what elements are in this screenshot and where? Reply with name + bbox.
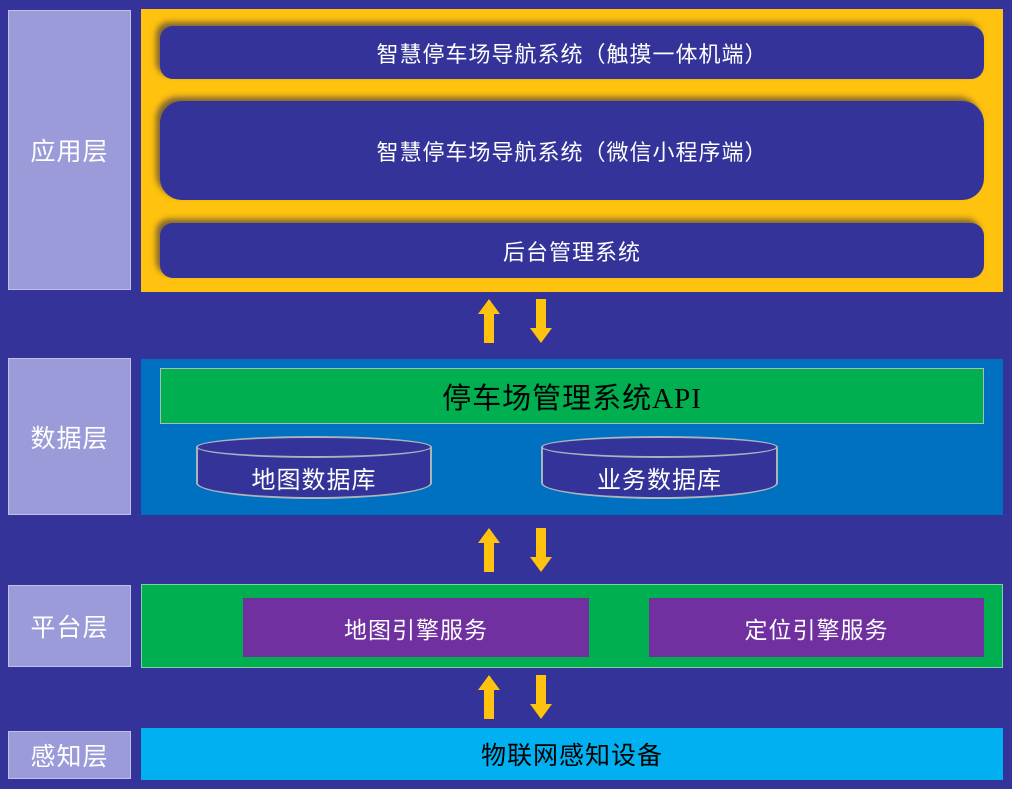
platform-layer-container: 地图引擎服务 定位引擎服务: [141, 584, 1003, 668]
up-arrow-icon: [478, 675, 500, 719]
layer-label-application: 应用层: [8, 10, 131, 290]
down-arrow-icon: [530, 528, 552, 572]
layer-label-perception: 感知层: [8, 731, 131, 779]
application-layer-container: 智慧停车场导航系统（触摸一体机端） 智慧停车场导航系统（微信小程序端） 后台管理…: [141, 9, 1003, 292]
map-database-text: 地图数据库: [251, 467, 377, 494]
cylinder-body: 业务数据库: [541, 447, 778, 499]
layer-label-platform: 平台层: [8, 585, 131, 667]
app-box-wechat-miniprogram-text: 智慧停车场导航系统（微信小程序端）: [376, 139, 768, 165]
data-layer-container: 停车场管理系统API 地图数据库 业务数据库: [141, 359, 1003, 515]
map-engine-service-text: 地图引擎服务: [344, 617, 488, 643]
positioning-engine-service-box: 定位引擎服务: [649, 598, 984, 657]
app-box-wechat-miniprogram: 智慧停车场导航系统（微信小程序端）: [160, 101, 984, 200]
app-box-touch-terminal-text: 智慧停车场导航系统（触摸一体机端）: [376, 41, 768, 67]
map-database-cylinder: 地图数据库: [196, 436, 432, 499]
iot-perception-devices-bar: 物联网感知设备: [141, 728, 1003, 780]
app-box-touch-terminal: 智慧停车场导航系统（触摸一体机端）: [160, 26, 984, 79]
positioning-engine-service-text: 定位引擎服务: [744, 617, 889, 643]
map-engine-service-box: 地图引擎服务: [243, 598, 589, 657]
layer-label-application-text: 应用层: [30, 139, 109, 166]
arrow-pair-platform-perception: [478, 675, 552, 719]
layer-label-data: 数据层: [8, 358, 131, 515]
business-database-text: 业务数据库: [597, 467, 722, 494]
app-box-backend-management: 后台管理系统: [160, 223, 984, 278]
arrow-pair-app-data: [478, 299, 552, 343]
cylinder-top-ellipse: [196, 436, 432, 458]
layer-label-platform-text: 平台层: [30, 615, 109, 642]
iot-perception-devices-text: 物联网感知设备: [480, 743, 663, 770]
parking-management-api-text: 停车场管理系统API: [442, 383, 702, 415]
layer-label-perception-text: 感知层: [30, 744, 109, 771]
parking-management-api-bar: 停车场管理系统API: [160, 368, 984, 424]
down-arrow-icon: [530, 299, 552, 343]
cylinder-top-ellipse: [541, 436, 778, 458]
arrow-pair-data-platform: [478, 528, 552, 572]
up-arrow-icon: [478, 528, 500, 572]
app-box-backend-management-text: 后台管理系统: [502, 239, 641, 265]
business-database-cylinder: 业务数据库: [541, 436, 778, 499]
up-arrow-icon: [478, 299, 500, 343]
layer-label-data-text: 数据层: [30, 425, 109, 453]
down-arrow-icon: [530, 675, 552, 719]
